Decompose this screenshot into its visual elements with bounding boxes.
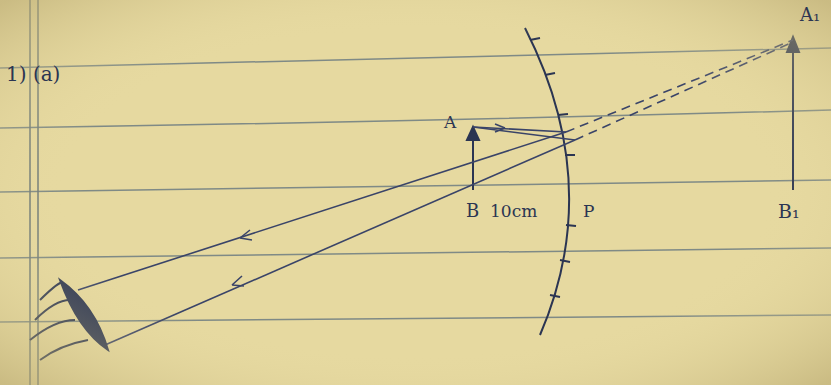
point-label: B₁ <box>778 202 800 221</box>
point-label: B <box>466 202 479 220</box>
point-label: A₁ <box>800 6 820 24</box>
point-label: 10cm <box>490 203 537 220</box>
point-label: 1) (a) <box>6 64 60 84</box>
point-label: A <box>444 114 456 131</box>
point-label: P <box>583 203 594 220</box>
